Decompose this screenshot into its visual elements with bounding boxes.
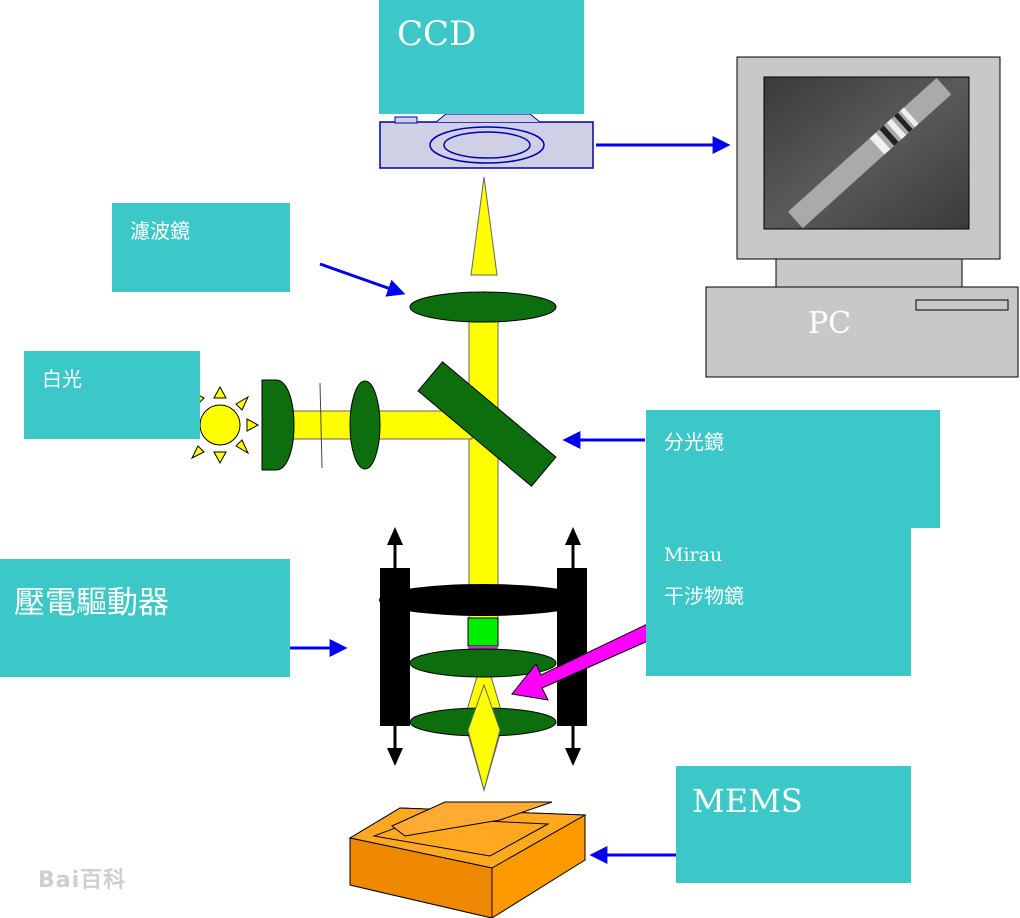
ccd-label-box: CCD (379, 0, 584, 114)
light-beam (289, 176, 505, 792)
ccd-label: CCD (397, 14, 477, 54)
beam-splitter-label: 分光鏡 (664, 430, 724, 454)
beam-splitter-label-box: 分光鏡 (646, 410, 940, 528)
condenser-lens (349, 380, 381, 470)
white-light-label-box: 白光 (24, 351, 200, 439)
filter-lens (409, 291, 557, 323)
filter-arrow (319, 262, 406, 297)
baidu-watermark: Bai百科 (38, 868, 127, 893)
mirau-objective (409, 617, 557, 792)
piezo-label: 壓電驅動器 (14, 585, 169, 621)
pointer-arrows (262, 136, 731, 864)
mems-sample (348, 801, 587, 918)
pc-monitor (705, 56, 1019, 378)
ccd-camera (379, 113, 594, 169)
piezo-frame (379, 527, 587, 766)
white-light-label: 白光 (42, 367, 82, 391)
mirau-label-line2: 干涉物鏡 (664, 584, 744, 608)
mems-label: MEMS (692, 782, 803, 820)
piezo-label-box: 壓電驅動器 (0, 559, 290, 677)
filter-label-box: 濾波鏡 (112, 203, 290, 292)
filter-label: 濾波鏡 (130, 219, 190, 243)
pc-label: PC (808, 306, 852, 341)
sample-image-on-screen (787, 77, 952, 229)
aperture-line (319, 382, 323, 469)
mirau-label-box: Mirau 干涉物鏡 (646, 528, 911, 676)
mems-label-box: MEMS (676, 766, 911, 883)
mirau-label-line1: Mirau (664, 544, 723, 566)
beam-splitter (417, 361, 557, 487)
collimator-lens (261, 379, 295, 471)
